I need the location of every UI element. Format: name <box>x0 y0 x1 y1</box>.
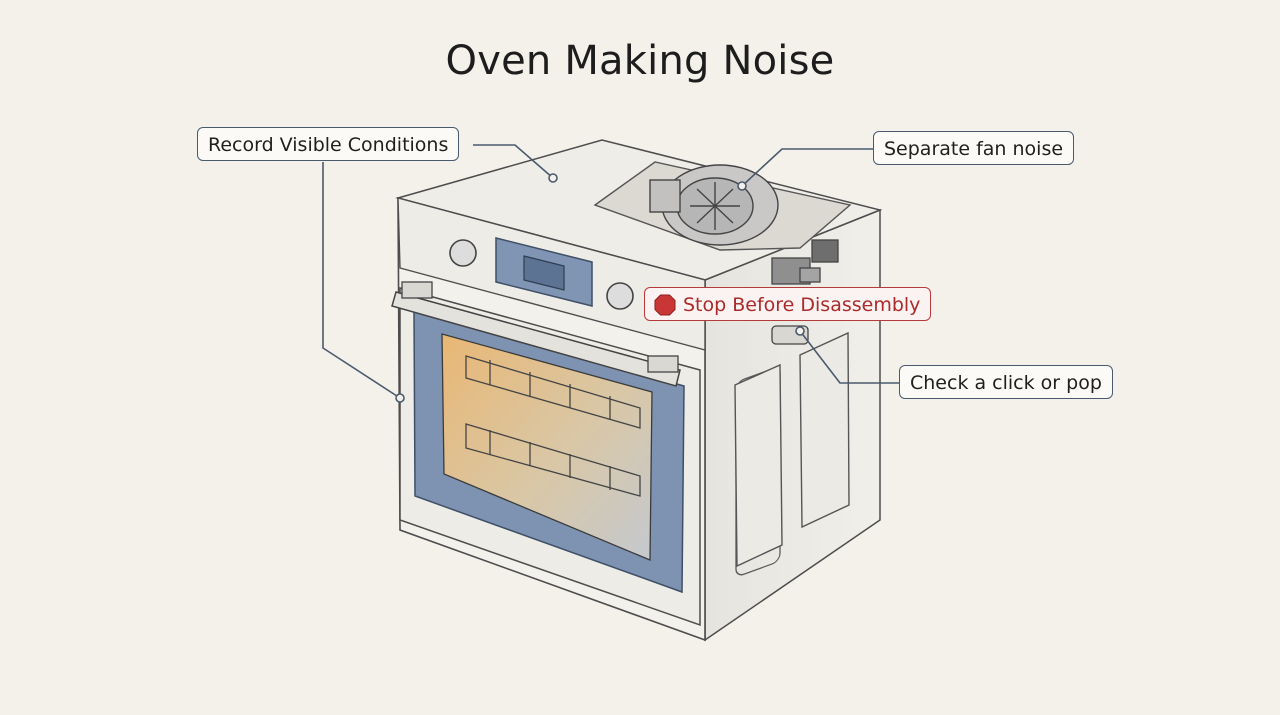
leader-fan <box>741 148 874 187</box>
leader-click <box>799 330 900 384</box>
display-screen <box>523 255 565 291</box>
stop-warning-label: Stop Before Disassembly <box>644 287 932 321</box>
side-panel-recess-right-shape <box>799 331 850 529</box>
right-knob <box>606 282 634 310</box>
blower-fan <box>649 164 779 246</box>
diagram-title: Oven Making Noise <box>445 38 835 84</box>
control-board <box>771 239 839 285</box>
click-pop-label: Check a click or pop <box>899 365 1113 399</box>
leader-record-door <box>322 162 401 399</box>
record-conditions-label: Record Visible Conditions <box>197 127 460 161</box>
fan-noise-label: Separate fan noise <box>873 131 1075 165</box>
callout-leaders <box>322 144 900 403</box>
stop-warning-text: Stop Before Disassembly <box>683 294 921 316</box>
leader-record-top <box>473 144 554 179</box>
door-handle <box>391 281 681 387</box>
oven-racks <box>465 355 641 497</box>
stop-sign-icon <box>654 294 676 316</box>
side-panel-recess-left-shape <box>734 363 783 568</box>
left-knob <box>449 239 477 267</box>
oven-window <box>441 333 653 561</box>
